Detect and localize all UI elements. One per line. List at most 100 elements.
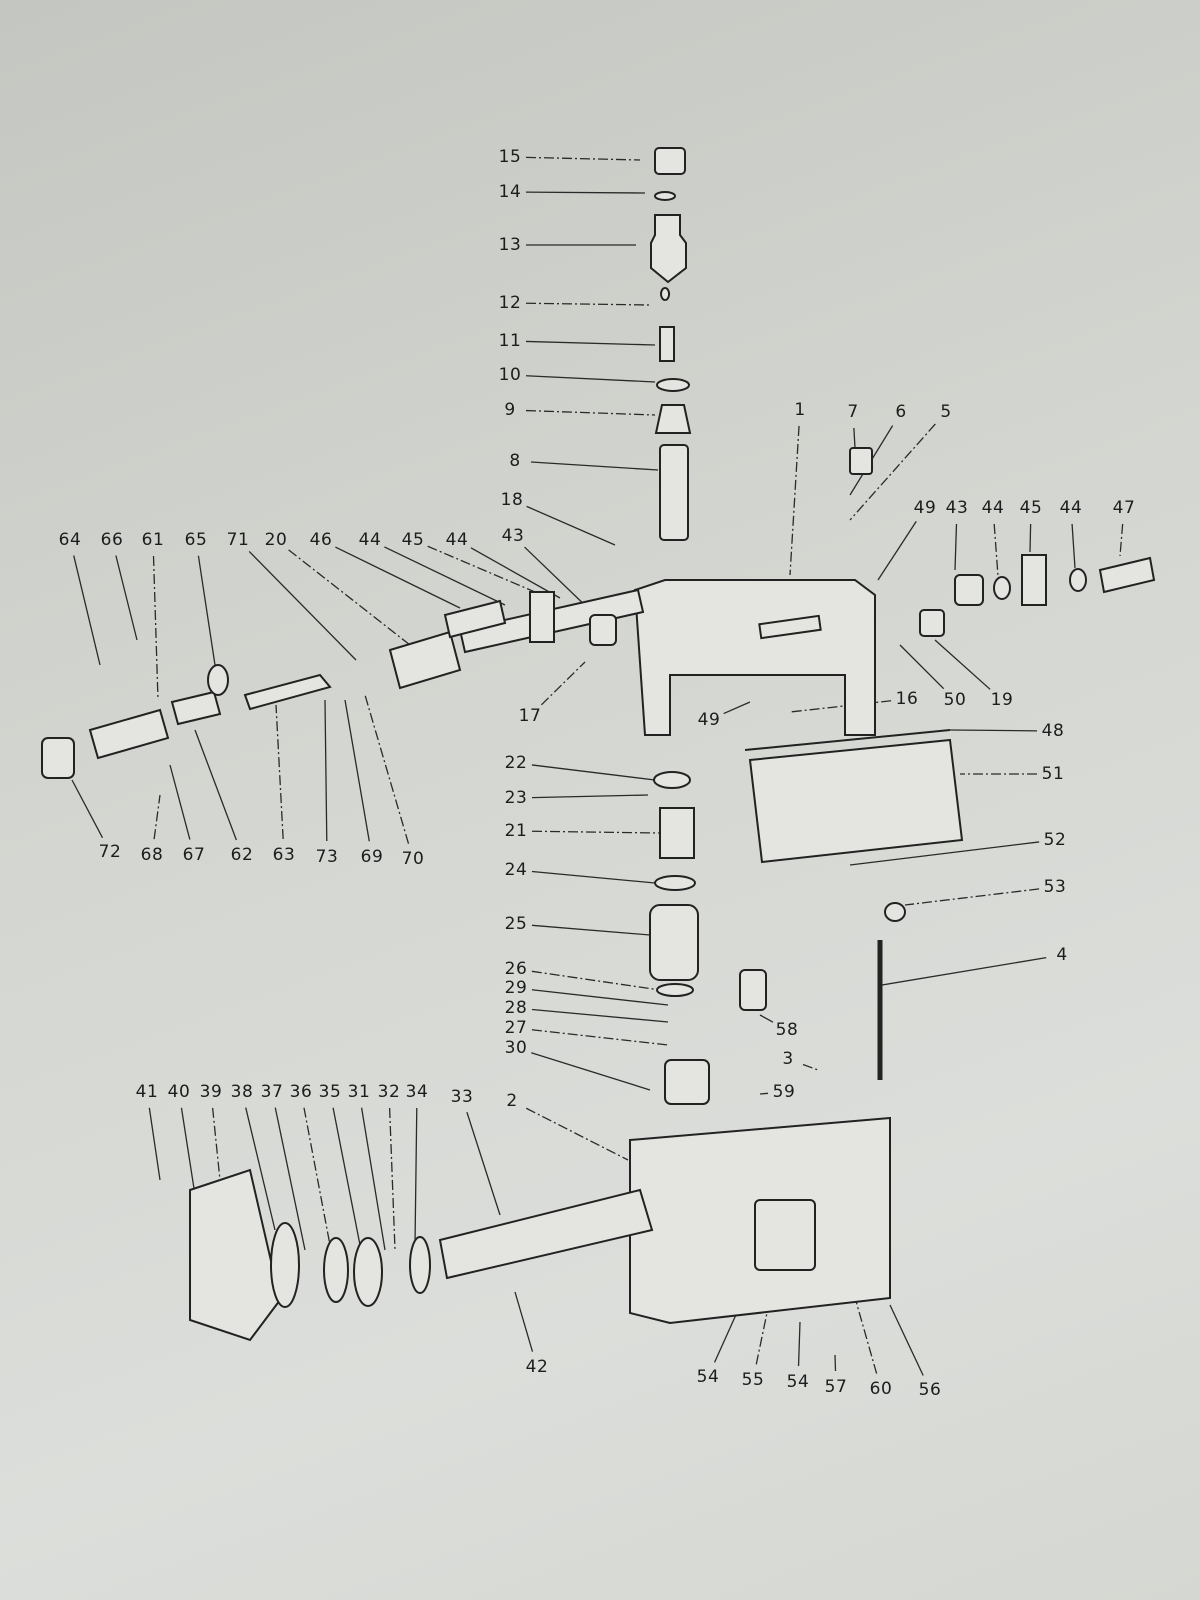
part-label-7: 7 bbox=[847, 402, 859, 422]
part-label-6: 6 bbox=[895, 402, 907, 422]
leader-line-35 bbox=[332, 1107, 361, 1246]
leader-line-47 bbox=[1119, 523, 1124, 557]
leader-line-34 bbox=[414, 1107, 418, 1246]
leader-line-45 bbox=[1029, 523, 1032, 553]
part-label-43: 43 bbox=[945, 498, 969, 518]
part-label-59: 59 bbox=[772, 1082, 796, 1102]
part-label-33: 33 bbox=[450, 1087, 474, 1107]
part-15-cap bbox=[654, 147, 686, 175]
part-40-end-plate bbox=[189, 1168, 282, 1342]
part-label-12: 12 bbox=[498, 293, 522, 313]
leader-line-15 bbox=[525, 156, 641, 161]
leader-line-57 bbox=[834, 1354, 837, 1372]
leader-line-69 bbox=[344, 699, 370, 842]
part-label-50: 50 bbox=[943, 690, 967, 710]
leader-line-56 bbox=[889, 1304, 924, 1376]
part-label-35: 35 bbox=[318, 1082, 342, 1102]
part-label-27: 27 bbox=[504, 1018, 528, 1038]
leader-line-32 bbox=[388, 1107, 396, 1251]
part-label-21: 21 bbox=[504, 821, 528, 841]
leader-line-1 bbox=[789, 425, 800, 576]
leader-line-4 bbox=[881, 956, 1047, 986]
part-47-bolt bbox=[1098, 556, 1156, 594]
part-label-1: 1 bbox=[794, 400, 806, 420]
part-label-22: 22 bbox=[504, 753, 528, 773]
part-label-68: 68 bbox=[140, 845, 164, 865]
part-label-32: 32 bbox=[377, 1082, 401, 1102]
part-label-38: 38 bbox=[230, 1082, 254, 1102]
part-62-spring bbox=[170, 690, 222, 726]
part-label-37: 37 bbox=[260, 1082, 284, 1102]
part-label-73: 73 bbox=[315, 847, 339, 867]
leader-line-50 bbox=[899, 644, 945, 690]
part-label-49: 49 bbox=[913, 498, 937, 518]
part-1-housing bbox=[633, 579, 876, 736]
part-44-washer bbox=[993, 576, 1011, 600]
leader-line-5 bbox=[849, 423, 936, 521]
part-label-64: 64 bbox=[58, 530, 82, 550]
part-label-54: 54 bbox=[786, 1372, 810, 1392]
leader-line-16 bbox=[789, 700, 892, 713]
leader-line-45 bbox=[427, 545, 536, 593]
leader-line-29 bbox=[531, 989, 669, 1006]
part-38-ring bbox=[270, 1222, 300, 1308]
leader-line-20 bbox=[288, 549, 411, 646]
part-22-clip bbox=[653, 771, 691, 789]
leader-line-2 bbox=[525, 1107, 629, 1161]
leader-line-17 bbox=[540, 661, 586, 706]
part-label-55: 55 bbox=[741, 1370, 765, 1390]
part-label-42: 42 bbox=[525, 1357, 549, 1377]
leader-line-28 bbox=[531, 1008, 669, 1023]
part-label-43: 43 bbox=[501, 526, 525, 546]
part-36-disc bbox=[323, 1237, 349, 1303]
part-21-sleeve bbox=[659, 807, 695, 859]
part-label-57: 57 bbox=[824, 1377, 848, 1397]
part-label-72: 72 bbox=[98, 842, 122, 862]
part-45-banjo-left bbox=[529, 591, 555, 643]
part-35-bearing bbox=[353, 1237, 383, 1307]
leader-line-3 bbox=[802, 1063, 819, 1071]
leader-line-42 bbox=[514, 1291, 534, 1352]
part-label-47: 47 bbox=[1112, 498, 1136, 518]
leader-line-40 bbox=[180, 1107, 196, 1196]
part-72-cap bbox=[41, 737, 75, 779]
leader-line-25 bbox=[531, 924, 651, 936]
leader-line-59 bbox=[759, 1092, 769, 1095]
part-label-70: 70 bbox=[401, 849, 425, 869]
leader-line-26 bbox=[531, 970, 661, 991]
part-13-union bbox=[650, 214, 687, 284]
part-label-56: 56 bbox=[918, 1380, 942, 1400]
leader-line-53 bbox=[904, 888, 1040, 906]
part-label-67: 67 bbox=[182, 845, 206, 865]
leader-line-14 bbox=[525, 191, 646, 194]
part-34-washer bbox=[409, 1236, 431, 1294]
leader-line-66 bbox=[115, 555, 138, 641]
leader-line-73 bbox=[324, 699, 328, 842]
part-12-pin bbox=[660, 287, 671, 301]
leader-line-43 bbox=[954, 523, 958, 571]
part-label-29: 29 bbox=[504, 978, 528, 998]
part-label-48: 48 bbox=[1041, 721, 1065, 741]
part-label-31: 31 bbox=[347, 1082, 371, 1102]
leader-line-70 bbox=[364, 694, 410, 844]
leader-line-21 bbox=[531, 830, 661, 834]
part-label-69: 69 bbox=[360, 847, 384, 867]
leader-line-11 bbox=[525, 340, 656, 346]
part-label-10: 10 bbox=[498, 365, 522, 385]
part-label-62: 62 bbox=[230, 845, 254, 865]
leader-line-62 bbox=[194, 729, 237, 841]
part-label-5: 5 bbox=[940, 402, 952, 422]
part-46-bolt bbox=[443, 599, 507, 639]
leader-line-33 bbox=[466, 1112, 501, 1216]
part-label-11: 11 bbox=[498, 331, 522, 351]
part-label-25: 25 bbox=[504, 914, 528, 934]
part-label-2: 2 bbox=[506, 1091, 518, 1111]
part-label-24: 24 bbox=[504, 860, 528, 880]
leader-line-63 bbox=[275, 704, 284, 840]
part-9-valve bbox=[654, 404, 692, 434]
part-58-pin bbox=[739, 969, 767, 1011]
leader-line-64 bbox=[73, 555, 101, 666]
leader-line-48 bbox=[949, 729, 1038, 732]
leader-line-9 bbox=[525, 409, 656, 416]
